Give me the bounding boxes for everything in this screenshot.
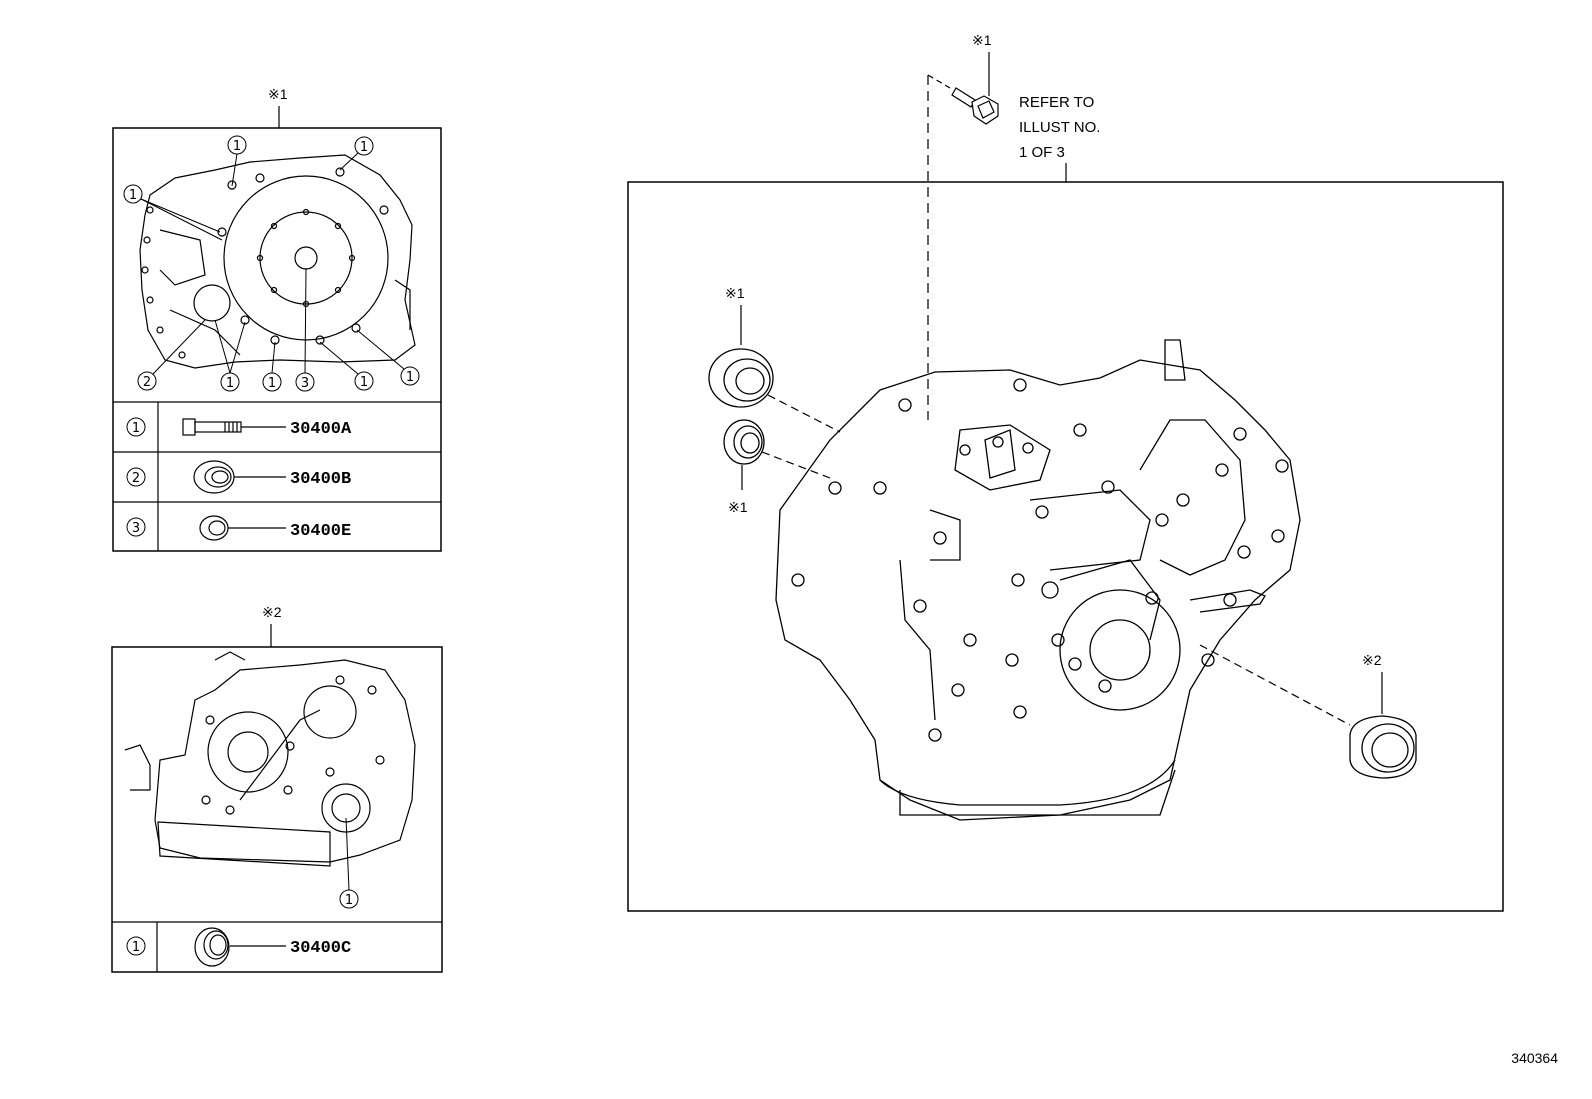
panel-mark: ※2 xyxy=(262,604,282,620)
oil-seal-small-icon xyxy=(199,515,229,541)
parts-table-row[interactable]: 2 30400B xyxy=(126,460,351,494)
bolt-icon[interactable] xyxy=(951,87,999,125)
seal-upper-mark: ※1 xyxy=(725,285,745,301)
part-code: 30400A xyxy=(290,420,352,439)
illustration-number: 340364 xyxy=(1511,1050,1558,1066)
parts-table-row[interactable]: 1 30400C xyxy=(126,927,351,967)
part-code: 30400E xyxy=(290,522,351,541)
svg-text:1: 1 xyxy=(226,376,234,391)
svg-text:ILLUST NO.: ILLUST NO. xyxy=(1019,119,1100,136)
row-index: 2 xyxy=(132,471,140,486)
top-left-panel: ※1 xyxy=(112,86,442,552)
row-index: 1 xyxy=(132,940,140,955)
transmission-side-view xyxy=(124,651,416,867)
svg-text:1: 1 xyxy=(129,188,137,203)
svg-text:1: 1 xyxy=(233,139,241,154)
svg-text:REFER TO: REFER TO xyxy=(1019,94,1094,111)
svg-text:1: 1 xyxy=(360,375,368,390)
bolt-mark: ※1 xyxy=(972,32,992,48)
transmission-front-view xyxy=(139,154,416,369)
svg-text:1: 1 xyxy=(406,370,414,385)
seal-right-mark: ※2 xyxy=(1362,652,1382,668)
oil-seal-lower[interactable] xyxy=(723,419,765,465)
main-panel: ※1 REFER TO ILLUST NO. 1 OF 3 ※1 xyxy=(627,32,1504,912)
transaxle-assembly xyxy=(775,339,1301,821)
oil-seal-icon xyxy=(193,460,235,494)
part-code: 30400B xyxy=(290,470,351,489)
row-index: 3 xyxy=(132,521,140,536)
svg-text:1: 1 xyxy=(360,140,368,155)
callouts xyxy=(123,135,420,392)
refer-note: REFER TO ILLUST NO. 1 OF 3 xyxy=(1019,94,1100,161)
row-index: 1 xyxy=(132,421,140,436)
part-code: 30400C xyxy=(290,939,351,958)
panel-mark: ※1 xyxy=(268,86,288,102)
svg-text:3: 3 xyxy=(301,376,309,391)
svg-text:1 OF 3: 1 OF 3 xyxy=(1019,144,1065,161)
bottom-left-panel: ※2 1 1 xyxy=(111,604,443,973)
parts-table-row[interactable]: 1 30400A xyxy=(126,417,352,439)
callout-leaders xyxy=(140,152,405,375)
oil-seal-icon xyxy=(194,927,230,967)
seal-lower-mark: ※1 xyxy=(728,499,748,515)
svg-text:2: 2 xyxy=(143,375,151,390)
oil-seal-upper[interactable] xyxy=(708,348,774,408)
callout-label: 1 xyxy=(345,893,353,908)
callout-labels: 1 1 1 2 1 1 3 1 1 xyxy=(129,139,414,391)
bolt-icon xyxy=(182,418,242,436)
parts-table-row[interactable]: 3 30400E xyxy=(126,515,351,541)
oil-seal-right[interactable] xyxy=(1349,715,1417,779)
svg-text:1: 1 xyxy=(268,376,276,391)
